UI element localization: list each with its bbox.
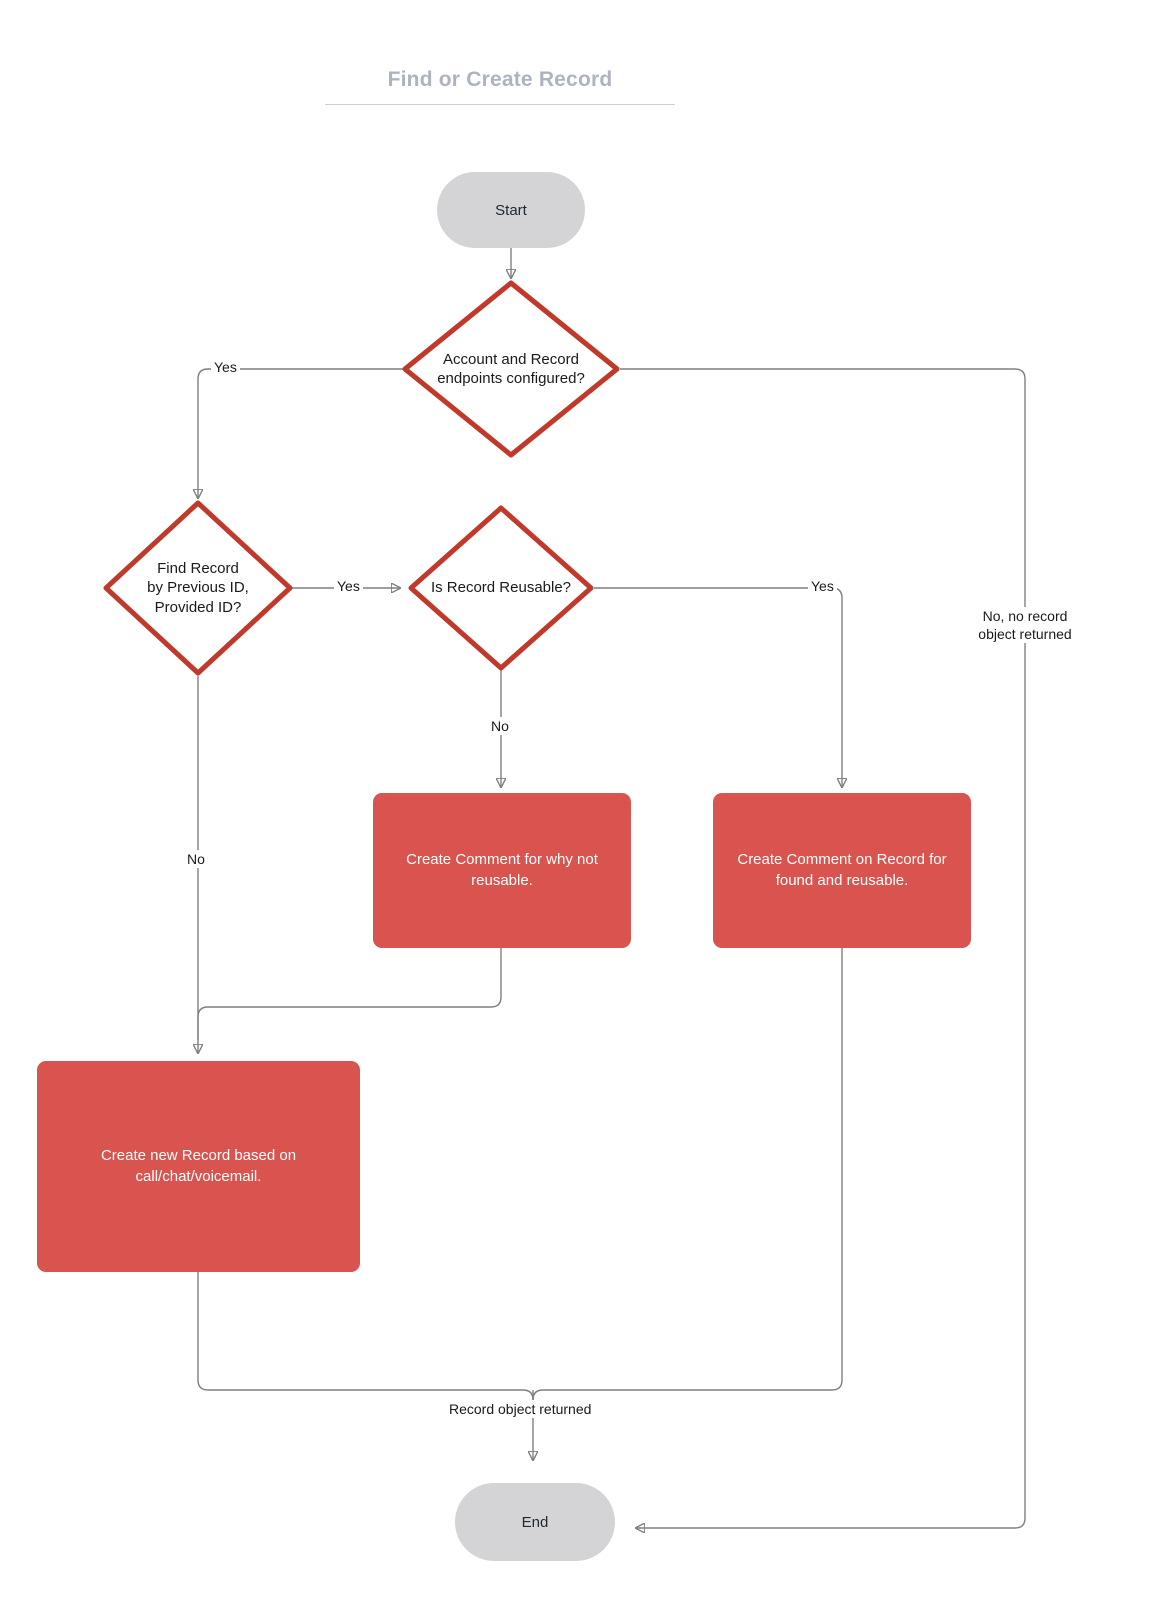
edge-label-endpoints-no-line1: No, no record — [982, 608, 1068, 624]
edge-label-endpoints-no-line2: object returned — [978, 626, 1072, 643]
decision-find-record-line3: Provided ID? — [154, 598, 242, 616]
edge-label-record-returned: Record object returned — [446, 1400, 595, 1419]
process-create-record-line2: call/chat/voicemail. — [135, 1167, 262, 1185]
decision-reusable-shape — [408, 505, 594, 671]
node-process-comment-found-reusable[interactable]: Create Comment on Record for found and r… — [713, 793, 971, 948]
node-end[interactable]: End — [455, 1483, 615, 1561]
edge-found-reusable-to-end — [532, 948, 843, 1401]
decision-find-record-label: Find Record by Previous ID, Provided ID? — [98, 503, 298, 673]
decision-endpoints-label: Account and Record endpoints configured? — [391, 283, 631, 455]
node-end-label: End — [521, 1513, 549, 1531]
page-title: Find or Create Record — [387, 68, 613, 91]
decision-endpoints-line2: endpoints configured? — [437, 370, 585, 387]
edge-label-reusable-no: No — [488, 717, 512, 736]
edge-endpoints-no — [620, 368, 1026, 1528]
edge-label-endpoints-no: No, no record object returned — [955, 607, 1095, 644]
decision-endpoints-line1: Account and Record — [443, 350, 579, 368]
edge-create-record-to-end — [197, 1272, 534, 1401]
edge-label-find-no: No — [184, 850, 208, 869]
decision-find-record-line2: by Previous ID, — [147, 579, 249, 597]
node-process-create-record[interactable]: Create new Record based on call/chat/voi… — [37, 1061, 360, 1272]
node-decision-endpoints[interactable]: Account and Record endpoints configured? — [391, 283, 631, 455]
process-found-reusable-line2: found and reusable. — [775, 871, 909, 889]
node-start-label: Start — [495, 201, 527, 219]
edge-not-reusable-to-create — [197, 948, 502, 1040]
node-process-comment-not-reusable[interactable]: Create Comment for why not reusable. — [373, 793, 631, 948]
title-divider — [325, 104, 675, 105]
node-decision-find-record[interactable]: Find Record by Previous ID, Provided ID? — [98, 503, 298, 673]
edge-label-find-yes: Yes — [334, 577, 363, 596]
process-not-reusable-line2: reusable. — [471, 871, 533, 889]
edge-label-endpoints-yes: Yes — [211, 358, 240, 377]
edge-label-reusable-yes: Yes — [808, 577, 837, 596]
decision-find-record-line1: Find Record — [157, 559, 239, 577]
process-found-reusable-line1: Create Comment on Record for — [737, 851, 947, 869]
decision-reusable-label: Is Record Reusable? — [430, 579, 572, 597]
node-start[interactable]: Start — [437, 172, 585, 248]
decision-endpoints-shape — [402, 280, 620, 458]
process-not-reusable-line1: Create Comment for why not — [406, 851, 598, 869]
decision-find-record-shape — [103, 500, 293, 676]
process-create-record-line1: Create new Record based on — [100, 1147, 297, 1165]
edge-endpoints-yes — [198, 368, 403, 498]
node-decision-reusable[interactable]: Is Record Reusable? — [411, 508, 591, 668]
